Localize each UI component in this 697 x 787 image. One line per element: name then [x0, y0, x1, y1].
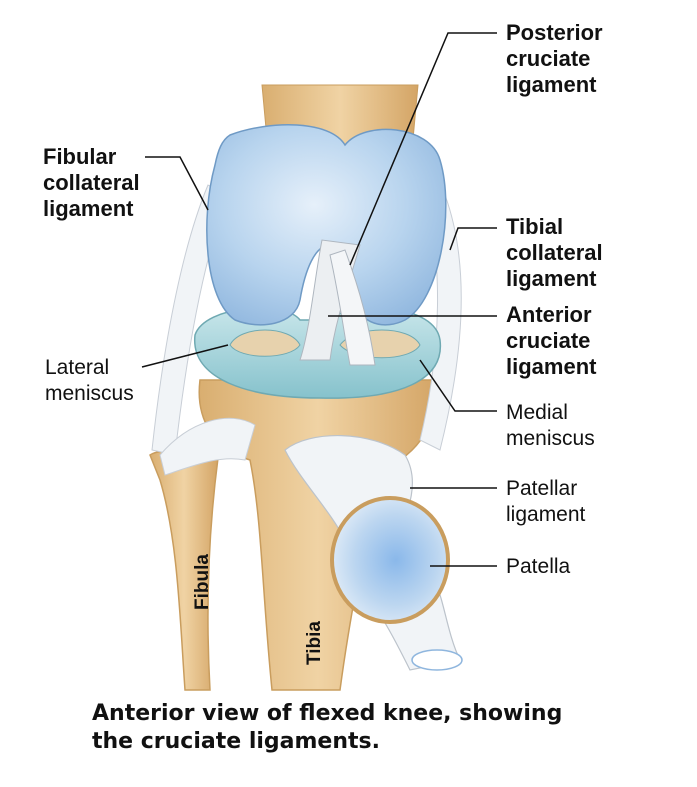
- label-fibular-collateral-ligament: Fibular collateral ligament: [43, 144, 140, 221]
- label-tibial-collateral-ligament: Tibial collateral ligament: [506, 214, 603, 291]
- label-fibula: Fibula: [192, 554, 213, 610]
- label-patella: Patella: [506, 555, 571, 578]
- anterior-cruciate-ligament-shape: [329, 249, 376, 366]
- label-tibia: Tibia: [304, 621, 325, 665]
- label-patellar-ligament: Patellar ligament: [506, 477, 586, 526]
- label-medial-meniscus: Medial meniscus: [506, 401, 595, 450]
- patella-shape: [330, 496, 450, 624]
- label-posterior-cruciate-ligament: Posterior cruciate ligament: [506, 20, 603, 97]
- label-anterior-cruciate-ligament: Anterior cruciate ligament: [506, 302, 597, 379]
- figure-caption: Anterior view of flexed knee, showing th…: [92, 701, 563, 754]
- label-lateral-meniscus: Lateral meniscus: [45, 356, 134, 405]
- leader-lines: [141, 32, 497, 567]
